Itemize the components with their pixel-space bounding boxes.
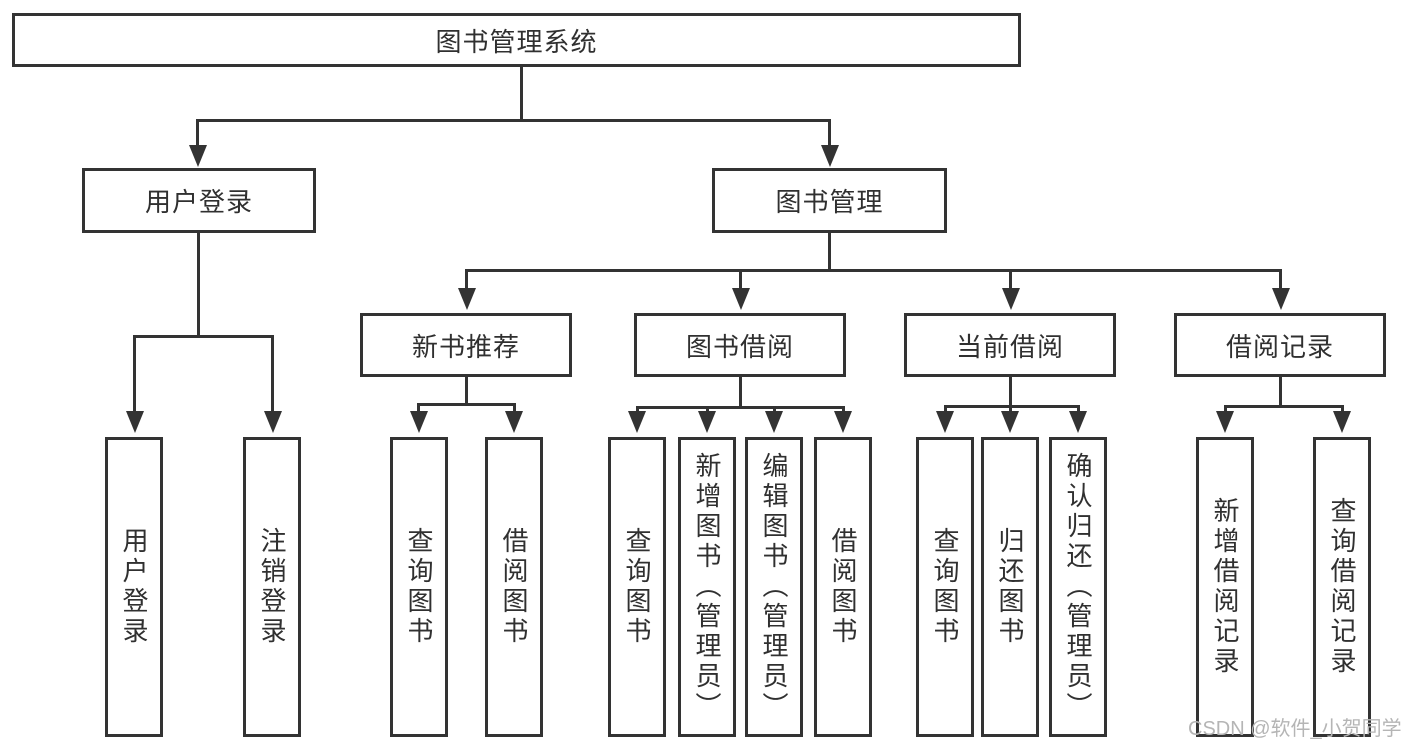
connector-userlogin-arrow-shaft	[133, 335, 136, 414]
arrow-down-icon	[1002, 288, 1020, 310]
connector-bookmgmt-arrow-shaft	[1009, 269, 1012, 291]
arrow-down-icon	[1069, 411, 1087, 433]
node-leaf-query-borrow-record: 查询借阅记录	[1313, 437, 1371, 737]
node-leaf-user-login: 用户登录	[105, 437, 163, 737]
connector-bookmgmt-vline	[828, 233, 831, 272]
connector-userlogin-vline	[197, 233, 200, 337]
arrow-down-icon	[936, 411, 954, 433]
connector-root-vline	[520, 67, 523, 120]
node-leaf-query-books-1: 查询图书	[390, 437, 448, 737]
arrow-down-icon	[189, 145, 207, 167]
arrow-down-icon	[821, 145, 839, 167]
arrow-down-icon	[765, 411, 783, 433]
node-leaf-return-books: 归还图书	[981, 437, 1039, 737]
arrow-down-icon	[264, 411, 282, 433]
connector-records-arrow-shaft	[1341, 405, 1344, 414]
arrow-down-icon	[126, 411, 144, 433]
connector-bookmgmt-hline	[465, 269, 1282, 272]
node-borrowing-records: 借阅记录	[1174, 313, 1386, 377]
connector-root-hline	[196, 119, 831, 122]
connector-root-arrow-shaft	[196, 119, 199, 148]
connector-records-hline	[1224, 405, 1344, 408]
node-leaf-add-borrow-record: 新增借阅记录	[1196, 437, 1254, 737]
arrow-down-icon	[732, 288, 750, 310]
connector-newbook-arrow-shaft	[513, 403, 516, 414]
arrow-down-icon	[1001, 411, 1019, 433]
arrow-down-icon	[698, 411, 716, 433]
node-book-management: 图书管理	[712, 168, 947, 233]
arrow-down-icon	[1272, 288, 1290, 310]
node-leaf-borrow-books-2: 借阅图书	[814, 437, 872, 737]
connector-borrowing-arrow-shaft	[706, 406, 709, 414]
node-leaf-confirm-return-admin: 确认归还（管理员）	[1049, 437, 1107, 737]
arrow-down-icon	[628, 411, 646, 433]
connector-borrowing-vline	[739, 377, 742, 409]
node-user-login: 用户登录	[82, 168, 316, 233]
connector-newbook-hline	[417, 403, 516, 406]
connector-borrowing-arrow-shaft	[842, 406, 845, 414]
connector-newbook-vline	[465, 377, 468, 406]
connector-current-arrow-shaft	[944, 405, 947, 414]
node-leaf-query-books-2: 查询图书	[608, 437, 666, 737]
arrow-down-icon	[834, 411, 852, 433]
connector-userlogin-arrow-shaft	[271, 335, 274, 414]
node-root: 图书管理系统	[12, 13, 1021, 67]
node-leaf-add-books-admin: 新增图书（管理员）	[678, 437, 736, 737]
connector-root-arrow-shaft	[828, 119, 831, 148]
connector-borrowing-arrow-shaft	[636, 406, 639, 414]
node-leaf-edit-books-admin: 编辑图书（管理员）	[745, 437, 803, 737]
arrow-down-icon	[410, 411, 428, 433]
connector-bookmgmt-arrow-shaft	[1279, 269, 1282, 291]
node-leaf-query-books-3: 查询图书	[916, 437, 974, 737]
arrow-down-icon	[1333, 411, 1351, 433]
arrow-down-icon	[1216, 411, 1234, 433]
arrow-down-icon	[458, 288, 476, 310]
connector-userlogin-hline	[133, 335, 274, 338]
connector-bookmgmt-arrow-shaft	[465, 269, 468, 291]
connector-records-arrow-shaft	[1224, 405, 1227, 414]
arrow-down-icon	[505, 411, 523, 433]
connector-current-vline	[1009, 377, 1012, 408]
connector-borrowing-arrow-shaft	[773, 406, 776, 414]
connector-borrowing-hline	[636, 406, 845, 409]
connector-current-arrow-shaft	[1009, 405, 1012, 414]
node-book-borrowing: 图书借阅	[634, 313, 846, 377]
connector-records-vline	[1279, 377, 1282, 408]
node-leaf-logout: 注销登录	[243, 437, 301, 737]
node-current-borrowing: 当前借阅	[904, 313, 1116, 377]
connector-newbook-arrow-shaft	[417, 403, 420, 414]
csdn-watermark: CSDN @软件_小贺同学	[1188, 718, 1402, 740]
node-leaf-borrow-books-1: 借阅图书	[485, 437, 543, 737]
connector-bookmgmt-arrow-shaft	[739, 269, 742, 291]
connector-current-hline	[944, 405, 1080, 408]
node-new-book-recommend: 新书推荐	[360, 313, 572, 377]
connector-current-arrow-shaft	[1077, 405, 1080, 414]
